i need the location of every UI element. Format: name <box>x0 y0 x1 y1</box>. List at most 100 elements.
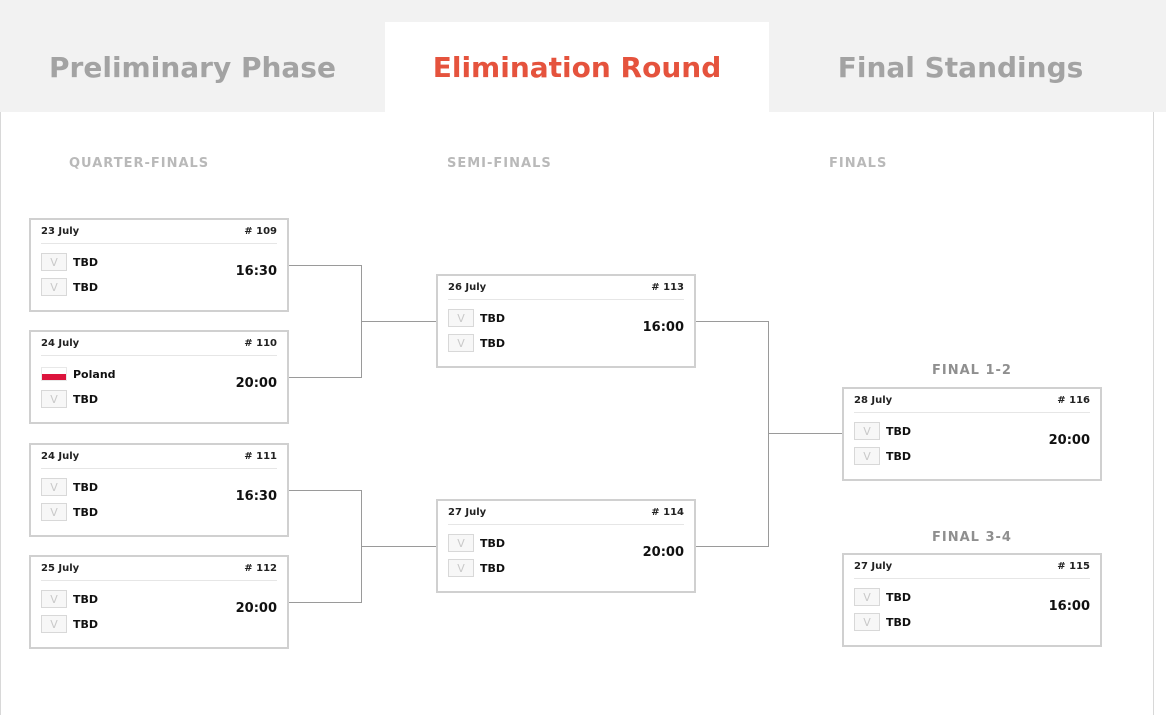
team-name: TBD <box>73 392 99 406</box>
match-card-110[interactable]: 24 July # 110 Poland V TBD 20:00 <box>29 330 289 424</box>
match-header: 25 July # 112 <box>41 563 277 581</box>
team-row: V TBD <box>41 389 98 409</box>
match-date: 28 July <box>854 395 893 406</box>
match-number: # 110 <box>244 338 277 349</box>
v-shield-icon: V <box>41 253 67 271</box>
match-number: # 116 <box>1057 395 1090 406</box>
match-number: # 109 <box>244 226 277 237</box>
match-time: 16:30 <box>235 489 277 504</box>
team-row: V TBD <box>41 589 98 609</box>
v-shield-icon: V <box>41 503 67 521</box>
match-date: 27 July <box>854 561 893 572</box>
v-shield-icon: V <box>41 478 67 496</box>
v-shield-icon: V <box>41 615 67 633</box>
tab-preliminary-phase[interactable]: Preliminary Phase <box>49 50 336 84</box>
column-heading-finals: FINALS <box>829 156 888 171</box>
team-row: V TBD <box>854 612 911 632</box>
match-time: 16:00 <box>1048 599 1090 614</box>
bracket-line <box>361 321 437 322</box>
tab-bar: Preliminary Phase Elimination Round Fina… <box>0 0 1166 112</box>
bracket-line <box>695 546 768 547</box>
v-shield-icon: V <box>854 422 880 440</box>
team-row: Poland <box>41 364 116 384</box>
tab-elimination-round[interactable]: Elimination Round <box>385 22 769 112</box>
match-time: 16:00 <box>642 320 684 335</box>
final-1-2-label: FINAL 1-2 <box>932 363 1012 378</box>
final-3-4-label: FINAL 3-4 <box>932 530 1012 545</box>
match-number: # 114 <box>651 507 684 518</box>
team-row: V TBD <box>41 252 98 272</box>
team-row: V TBD <box>854 446 911 466</box>
team-row: V TBD <box>41 614 98 634</box>
bracket-line <box>288 265 361 266</box>
match-card-111[interactable]: 24 July # 111 V TBD V TBD 16:30 <box>29 443 289 537</box>
match-number: # 111 <box>244 451 277 462</box>
match-header: 23 July # 109 <box>41 226 277 244</box>
match-card-114[interactable]: 27 July # 114 V TBD V TBD 20:00 <box>436 499 696 593</box>
bracket-line <box>768 321 769 547</box>
match-date: 24 July <box>41 451 80 462</box>
team-row: V TBD <box>448 558 505 578</box>
v-shield-icon: V <box>448 559 474 577</box>
bracket-line <box>361 546 437 547</box>
match-date: 23 July <box>41 226 80 237</box>
match-card-113[interactable]: 26 July # 113 V TBD V TBD 16:00 <box>436 274 696 368</box>
match-time: 20:00 <box>642 545 684 560</box>
team-name: TBD <box>480 311 506 325</box>
team-name: TBD <box>73 505 99 519</box>
match-number: # 115 <box>1057 561 1090 572</box>
team-row: V TBD <box>854 421 911 441</box>
team-row: V TBD <box>448 333 505 353</box>
match-header: 24 July # 111 <box>41 451 277 469</box>
bracket-line <box>695 321 768 322</box>
match-date: 27 July <box>448 507 487 518</box>
team-name: TBD <box>480 536 506 550</box>
v-shield-icon: V <box>448 334 474 352</box>
team-name: TBD <box>886 615 912 629</box>
match-header: 28 July # 116 <box>854 395 1090 413</box>
match-card-112[interactable]: 25 July # 112 V TBD V TBD 20:00 <box>29 555 289 649</box>
match-time: 16:30 <box>235 264 277 279</box>
team-row: V TBD <box>41 477 98 497</box>
column-heading-semi-finals: SEMI-FINALS <box>447 156 552 171</box>
team-row: V TBD <box>854 587 911 607</box>
match-card-115[interactable]: 27 July # 115 V TBD V TBD 16:00 <box>842 553 1102 647</box>
match-header: 24 July # 110 <box>41 338 277 356</box>
team-name: TBD <box>73 617 99 631</box>
team-name: TBD <box>73 480 99 494</box>
match-card-109[interactable]: 23 July # 109 V TBD V TBD 16:30 <box>29 218 289 312</box>
column-heading-quarter-finals: QUARTER-FINALS <box>69 156 210 171</box>
v-shield-icon: V <box>854 588 880 606</box>
match-card-116[interactable]: 28 July # 116 V TBD V TBD 20:00 <box>842 387 1102 481</box>
match-date: 26 July <box>448 282 487 293</box>
team-name: Poland <box>73 367 116 381</box>
team-name: TBD <box>73 280 99 294</box>
v-shield-icon: V <box>448 534 474 552</box>
match-time: 20:00 <box>1048 433 1090 448</box>
match-number: # 113 <box>651 282 684 293</box>
v-shield-icon: V <box>448 309 474 327</box>
team-name: TBD <box>480 336 506 350</box>
v-shield-icon: V <box>854 613 880 631</box>
bracket-line <box>768 433 843 434</box>
match-header: 26 July # 113 <box>448 282 684 300</box>
team-row: V TBD <box>448 308 505 328</box>
v-shield-icon: V <box>854 447 880 465</box>
match-date: 24 July <box>41 338 80 349</box>
v-shield-icon: V <box>41 590 67 608</box>
bracket-line <box>288 602 361 603</box>
page-edge-left <box>0 0 1 715</box>
team-row: V TBD <box>448 533 505 553</box>
team-row: V TBD <box>41 502 98 522</box>
bracket-line <box>288 377 361 378</box>
v-shield-icon: V <box>41 390 67 408</box>
team-name: TBD <box>73 255 99 269</box>
team-name: TBD <box>73 592 99 606</box>
bracket-line <box>288 490 361 491</box>
team-name: TBD <box>886 424 912 438</box>
page-edge-right <box>1153 0 1154 715</box>
match-header: 27 July # 114 <box>448 507 684 525</box>
team-name: TBD <box>886 590 912 604</box>
poland-flag-icon <box>41 367 67 381</box>
tab-final-standings[interactable]: Final Standings <box>837 50 1084 84</box>
